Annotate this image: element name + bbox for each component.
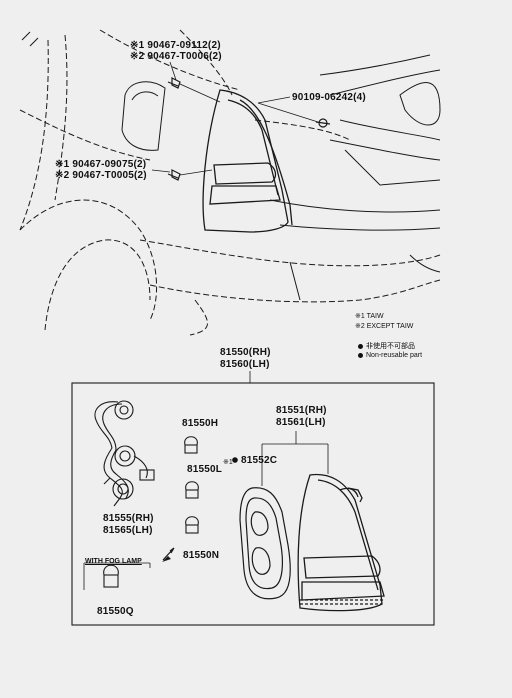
assembly-lh-label: 81560(LH) <box>220 359 270 370</box>
gasket-prefix: ※1 <box>223 459 233 466</box>
socket-harness <box>94 400 155 507</box>
callout-upper-screw-a: ※1 90467-09112(2) <box>130 40 221 51</box>
legend-bullet-1: 非使用不可部品 <box>358 341 415 352</box>
gasket-label: 81552C <box>241 455 278 466</box>
bulb-h-label: 81550H <box>182 418 219 429</box>
arrow-icon <box>162 547 175 561</box>
bulb-icon <box>103 436 199 588</box>
leader-lines <box>151 61 319 176</box>
lens-lh-label: 81561(LH) <box>276 417 326 428</box>
non-reusable-bullet <box>232 457 238 463</box>
screw-icon <box>167 77 331 181</box>
fog-lamp-note: WITH FOG LAMP <box>85 558 142 565</box>
legend-bullet-1-text: 非使用不可部品 <box>366 343 415 350</box>
vehicle-rear-outline <box>19 29 441 336</box>
socket-lh-label: 81565(LH) <box>103 525 153 536</box>
callout-lower-screw-a: ※1 90467-09075(2) <box>55 159 147 170</box>
callout-right-screw: 90109-06242(4) <box>292 92 366 103</box>
lens-shape <box>297 473 385 612</box>
legend-bullet-2: Non-reusable part <box>358 350 422 361</box>
legend-bullet-2-text: Non-reusable part <box>366 352 423 359</box>
legend-note-1: ※1 TAIW <box>355 313 384 320</box>
fog-lamp-frame <box>83 562 151 590</box>
fog-bulb-label: 81550Q <box>97 606 134 617</box>
callout-upper-screw-b: ※2 90467-T0006(2) <box>130 51 222 62</box>
gasket-shape <box>239 487 291 600</box>
bulb-n-label: 81550N <box>183 550 220 561</box>
parts-box <box>71 382 435 626</box>
lens-rh-label: 81551(RH) <box>276 405 327 416</box>
tail-lamp-installed <box>202 89 293 233</box>
bulb-l-label: 81550L <box>187 464 223 475</box>
bracket-lines <box>261 431 329 486</box>
bullet-icon <box>358 353 363 358</box>
assembly-rh-label: 81550(RH) <box>220 347 271 358</box>
legend-note-2: ※2 EXCEPT TAIW <box>355 323 414 330</box>
bullet-icon <box>358 344 363 349</box>
callout-lower-screw-b: ※2 90467-T0005(2) <box>55 170 147 181</box>
socket-rh-label: 81555(RH) <box>103 513 154 524</box>
